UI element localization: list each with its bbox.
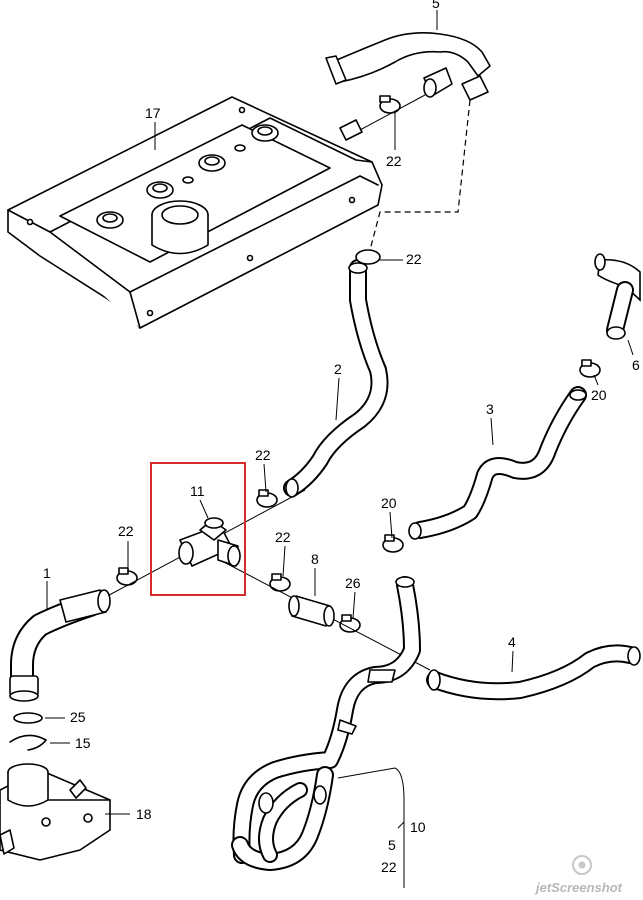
hose-assembly-part-10 (231, 576, 421, 871)
callout-26: 26 (345, 575, 361, 591)
clamp-22-d (116, 567, 138, 586)
clamp-22-e (269, 573, 291, 592)
callout-22-e: 22 (275, 529, 291, 545)
dotted-hose-part-5-top (325, 32, 492, 101)
callout-22-d: 22 (118, 523, 134, 539)
watermark-text: jetScreenshot (534, 880, 623, 895)
callout-22-c: 22 (255, 447, 271, 463)
clamp-20-a (579, 359, 601, 378)
callout-20-b: 20 (381, 495, 397, 511)
callout-10: 10 (410, 819, 426, 835)
clamp-26 (339, 614, 361, 633)
clamp-22-c (256, 489, 278, 508)
callout-18: 18 (136, 806, 152, 822)
callout-15: 15 (75, 735, 91, 751)
watermark-camera-icon (572, 855, 592, 875)
callout-3: 3 (486, 401, 494, 417)
callout-22-b: 22 (406, 251, 422, 267)
clip-part-15 (9, 734, 47, 751)
callout-5-top: 5 (432, 0, 440, 11)
hose-part-1 (9, 589, 111, 702)
clamp-20-b (382, 534, 404, 553)
hose-part-3 (408, 386, 587, 540)
callout-25: 25 (70, 709, 86, 725)
connector-part-8 (288, 595, 335, 627)
callout-6: 6 (632, 357, 640, 373)
watermark: jetScreenshot (534, 855, 623, 895)
callout-20-a: 20 (591, 387, 607, 403)
callout-8: 8 (311, 551, 319, 567)
callout-2: 2 (334, 361, 342, 377)
t-piece-part-11 (178, 517, 241, 567)
callout-22-a: 22 (386, 153, 402, 169)
callout-5-bottom: 5 (388, 837, 396, 853)
highlight-frame-part-11 (150, 462, 246, 596)
housing-part-18 (0, 763, 111, 861)
callout-22-f: 22 (381, 859, 397, 875)
callout-4: 4 (508, 634, 516, 650)
callout-1: 1 (43, 565, 51, 581)
clamp-near-cover (379, 95, 401, 114)
valve-cover-part-17 (7, 96, 383, 329)
callout-17: 17 (145, 105, 161, 121)
hose-part-2 (283, 249, 389, 498)
hose-part-4 (426, 644, 641, 701)
hose-part-6 (594, 253, 641, 340)
callout-11: 11 (190, 483, 205, 499)
o-ring-part-25 (13, 712, 43, 724)
